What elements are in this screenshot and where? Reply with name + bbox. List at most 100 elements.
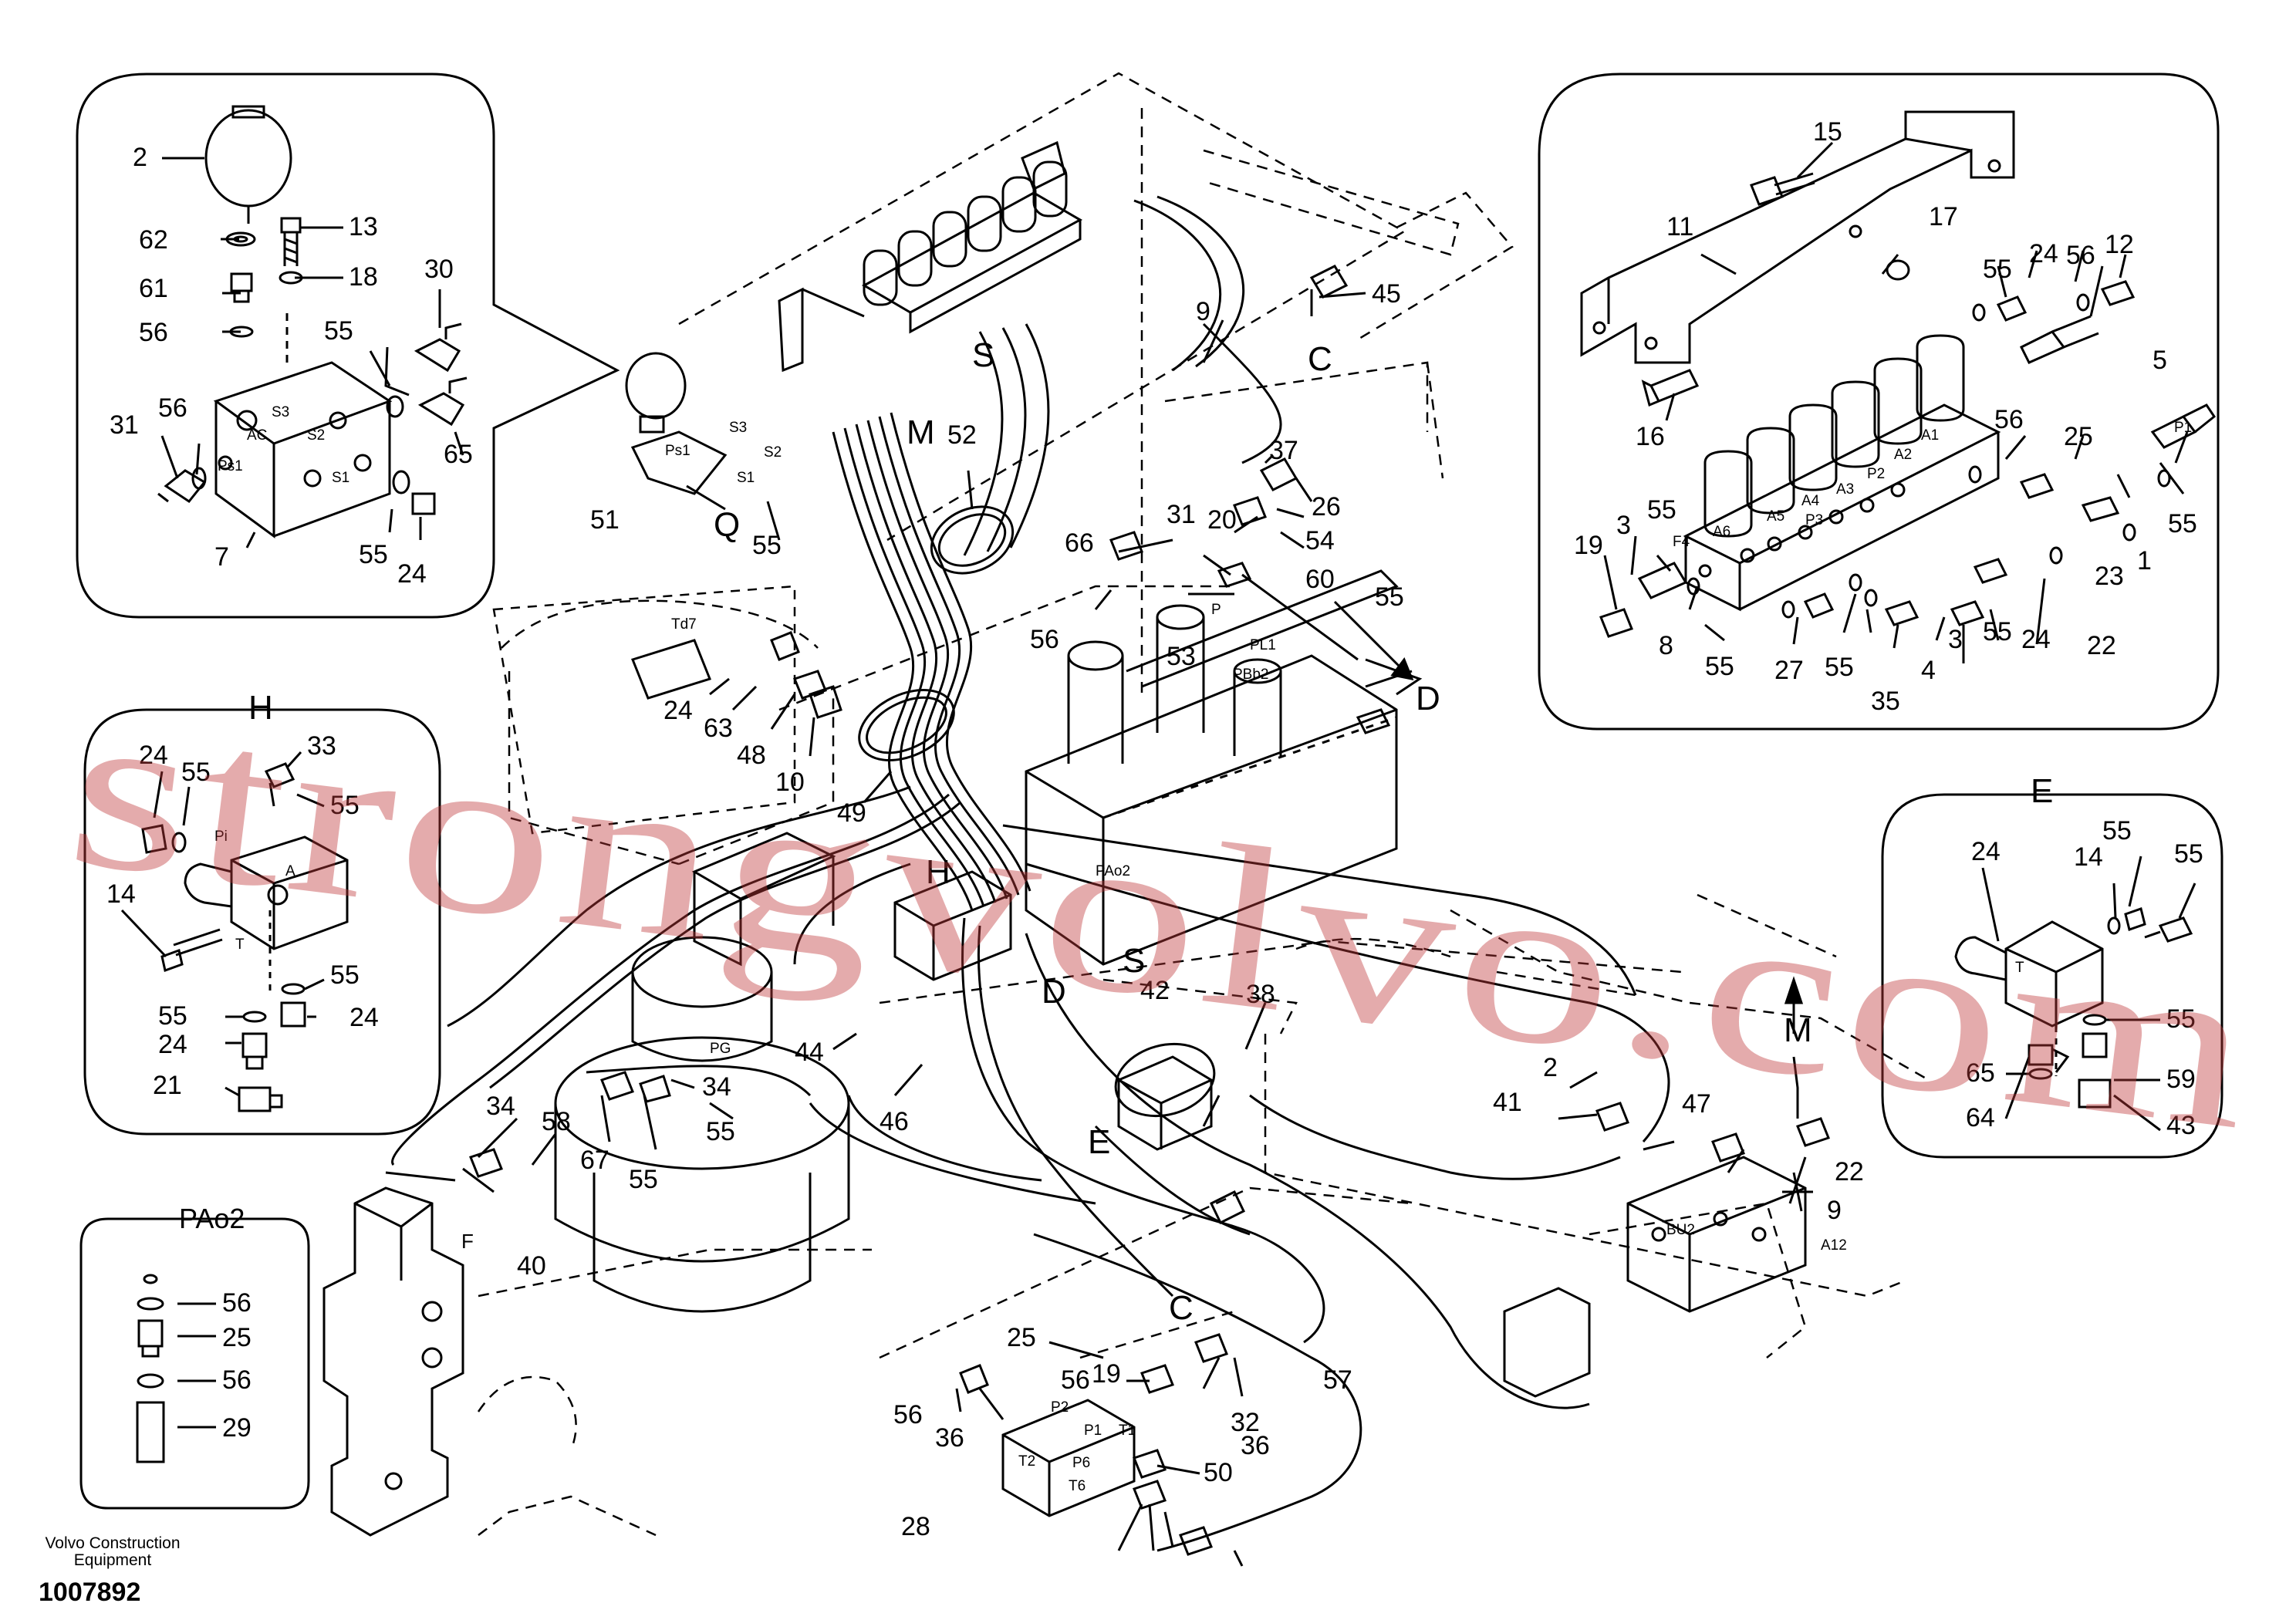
port-label: A <box>285 863 295 879</box>
inset-pa02 <box>79 1217 310 1510</box>
callout-number: 3 <box>1616 511 1631 540</box>
callout-number: 55 <box>1647 495 1676 525</box>
callout-number: 7 <box>214 542 229 572</box>
lower-valve-block <box>1001 1399 1136 1517</box>
hose-bundle <box>385 195 1670 1552</box>
inset-accumulator-frame <box>76 73 620 619</box>
callout-number: 22 <box>1835 1157 1864 1186</box>
callout-number: 55 <box>158 1001 187 1031</box>
callout-number: 24 <box>139 741 168 770</box>
view-letter: D <box>1042 973 1066 1011</box>
port-label: Pi <box>214 829 228 845</box>
callout-number: 14 <box>106 879 136 909</box>
callout-number: 56 <box>2066 241 2095 270</box>
port-label: F4 <box>1673 534 1690 550</box>
callout-number: 28 <box>901 1512 930 1541</box>
callout-number: 41 <box>1493 1088 1522 1117</box>
callout-number: 60 <box>1305 565 1335 594</box>
callout-number: 53 <box>1167 642 1196 671</box>
callout-number: 55 <box>629 1165 658 1194</box>
callout-number: 24 <box>349 1003 379 1032</box>
callout-number: 55 <box>1825 653 1854 682</box>
inset-accumulator <box>76 73 620 619</box>
port-label: P3 <box>1805 512 1823 528</box>
callout-number: 21 <box>153 1071 182 1100</box>
callout-number: 15 <box>1813 117 1842 147</box>
callout-number: 20 <box>1207 505 1237 535</box>
view-letter: D <box>1416 680 1440 717</box>
inset-solenoid-block-frame <box>1538 73 2220 731</box>
callout-number: 59 <box>2166 1065 2196 1094</box>
callout-number: 9 <box>1196 297 1210 326</box>
callout-number: 56 <box>1061 1365 1090 1395</box>
callout-number: 36 <box>1241 1431 1270 1460</box>
callout-number: 23 <box>2095 562 2124 591</box>
callout-number: 55 <box>324 316 353 346</box>
port-label: S1 <box>737 470 755 486</box>
callout-number: 45 <box>1372 279 1401 309</box>
callout-number: 55 <box>181 758 211 787</box>
callout-number: 55 <box>2102 816 2132 845</box>
port-label: P2 <box>1867 466 1885 482</box>
callout-number: 57 <box>1323 1365 1352 1395</box>
view-letter: PAo2 <box>179 1203 245 1234</box>
port-label: A2 <box>1894 447 1912 463</box>
port-labels: AC Ps1 S3 S2 S1 Pi A T T Ps1 S3 S2 S1 Td… <box>214 404 2192 1494</box>
callout-number: 13 <box>349 212 378 241</box>
callout-number: 12 <box>2105 230 2134 259</box>
company-name-line2: Equipment <box>73 1551 152 1569</box>
port-label: S2 <box>307 427 325 444</box>
callout-number: 8 <box>1659 631 1673 660</box>
view-letter: M <box>907 413 935 451</box>
callout-number: 4 <box>1921 656 1936 685</box>
callout-number: 55 <box>2174 839 2203 869</box>
port-label: P1 <box>2174 420 2192 436</box>
callout-number: 1 <box>2137 546 2152 575</box>
callout-number: 2 <box>133 143 147 172</box>
callout-number: 65 <box>444 440 473 469</box>
callout-number: 32 <box>1231 1408 1260 1437</box>
callout-number: 27 <box>1774 656 1804 685</box>
callout-number: 55 <box>1375 582 1404 612</box>
callout-number: 24 <box>1971 837 2001 866</box>
callout-number: 64 <box>1966 1103 1995 1132</box>
callout-number: 26 <box>1312 492 1341 521</box>
callout-number: 42 <box>1140 976 1170 1005</box>
view-letter: C <box>1169 1289 1194 1327</box>
callout-number: 24 <box>663 696 693 725</box>
callout-number: 18 <box>349 262 378 292</box>
inset-valve-h-frame <box>83 708 441 1136</box>
callout-number: 25 <box>1007 1323 1036 1352</box>
callout-number: 55 <box>706 1117 735 1146</box>
callout-number: 19 <box>1574 531 1603 560</box>
callout-number: 55 <box>1705 652 1734 681</box>
callout-number: 33 <box>307 731 336 761</box>
callout-number: 31 <box>1167 500 1196 529</box>
view-letter: S <box>972 336 994 374</box>
callout-number: 46 <box>880 1107 909 1136</box>
callout-number: 10 <box>775 768 805 797</box>
view-letter: Q <box>714 506 740 544</box>
callout-number: 56 <box>222 1288 252 1318</box>
callout-number: 56 <box>158 393 187 423</box>
drawing-number: 1007892 <box>39 1578 141 1607</box>
callout-number: 11 <box>1666 212 1693 241</box>
callout-number: 44 <box>795 1038 824 1067</box>
callout-number: 55 <box>359 540 388 569</box>
port-label: T2 <box>1018 1453 1035 1470</box>
main-solenoid-bank <box>778 140 1083 373</box>
callout-number: 22 <box>2087 631 2116 660</box>
port-label: A1 <box>1921 427 1939 444</box>
callout-number: 55 <box>752 531 782 560</box>
callout-number: 25 <box>222 1323 252 1352</box>
callout-number: 51 <box>590 505 620 535</box>
callout-number: 38 <box>1246 980 1275 1009</box>
callout-number: 58 <box>542 1107 571 1136</box>
port-label: S3 <box>272 404 289 420</box>
port-label: P1 <box>1084 1423 1102 1439</box>
port-label: P2 <box>1051 1399 1069 1416</box>
callout-number: 35 <box>1871 687 1900 716</box>
callout-number: 55 <box>2168 509 2197 538</box>
callout-number: 25 <box>2064 422 2093 451</box>
callout-number: 34 <box>702 1072 731 1102</box>
